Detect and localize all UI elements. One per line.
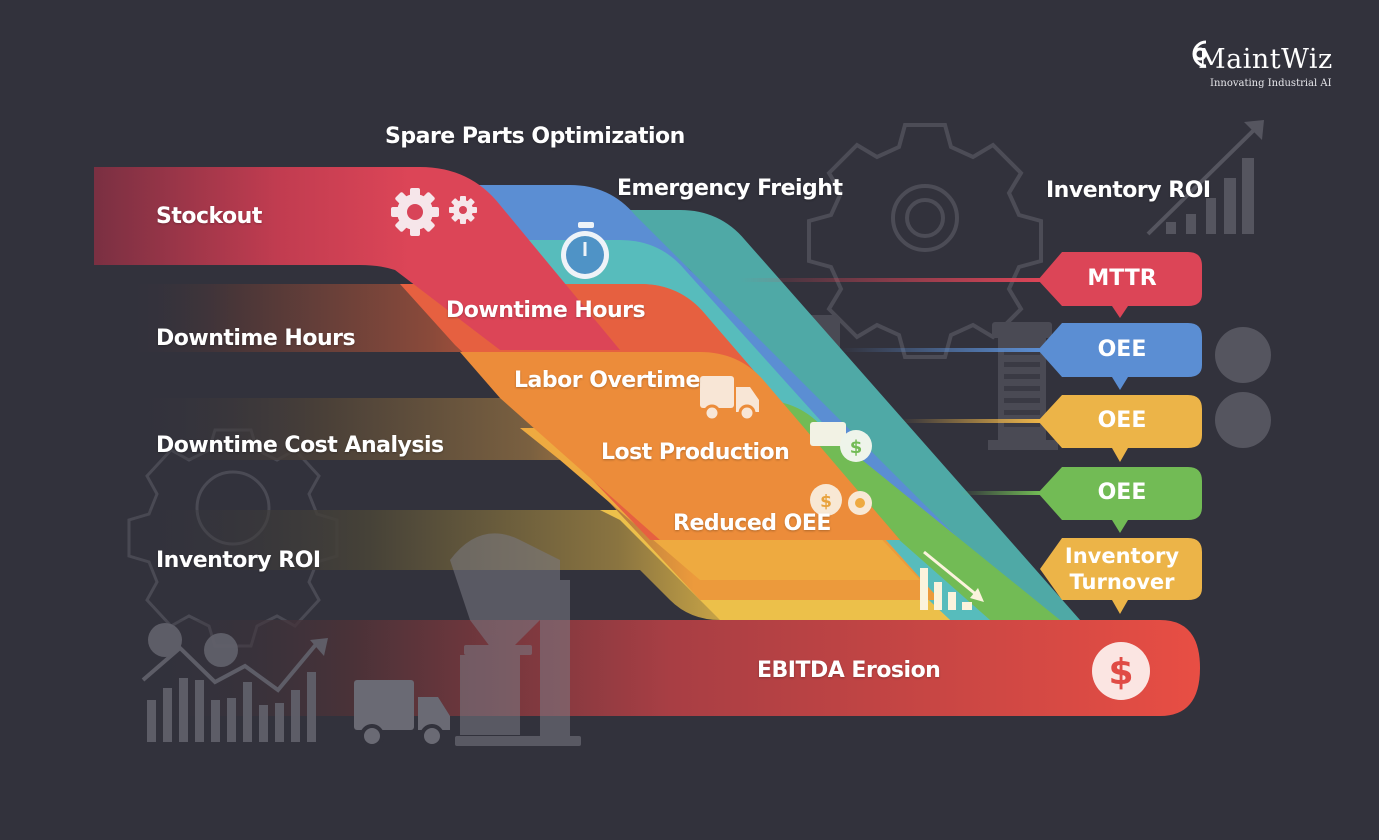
- kpi-tag-oee-yellow: OEE: [1097, 408, 1147, 433]
- bg-truck-icon: [354, 680, 450, 748]
- label-spare-parts-optimization: Spare Parts Optimization: [385, 124, 685, 149]
- band-stockout: [94, 167, 620, 350]
- label-downtime-hours-band: Downtime Hours: [446, 298, 646, 323]
- label-ebitda-erosion: EBITDA Erosion: [757, 658, 941, 683]
- kpi-tag-mttr: MTTR: [1087, 266, 1157, 291]
- label-stockout: Stockout: [156, 204, 262, 229]
- gears-icon: [391, 188, 477, 236]
- label-inventory-roi-top: Inventory ROI: [1046, 178, 1211, 203]
- label-downtime-hours-left: Downtime Hours: [156, 326, 356, 351]
- stopwatch-icon: [561, 222, 609, 279]
- logo-gear-icon: [1192, 40, 1207, 68]
- connector-mttr: [740, 278, 1040, 282]
- label-labor-overtime: Labor Overtime: [514, 368, 700, 393]
- svg-text:$: $: [820, 492, 832, 512]
- declining-chart-icon: [920, 550, 984, 610]
- kpi-tag-oee-blue: OEE: [1097, 337, 1147, 362]
- logo-name: MaintWiz: [1198, 44, 1333, 75]
- band-green: [760, 400, 1060, 620]
- bg-rising-chart-icon: [1146, 120, 1264, 236]
- bg-silo-icon: [450, 533, 581, 746]
- label-emergency-freight: Emergency Freight: [617, 176, 843, 201]
- svg-text:$: $: [850, 437, 863, 458]
- band-teal-emergency-freight: [540, 210, 1080, 620]
- logo-tagline: Innovating Industrial AI: [1210, 78, 1332, 89]
- dollar-icon: $: [1092, 642, 1150, 700]
- svg-text:$: $: [1108, 652, 1133, 693]
- kpi-tag-inventory-turnover: Inventory Turnover: [1064, 544, 1180, 594]
- connector-oee-yellow: [900, 419, 1040, 423]
- label-reduced-oee: Reduced OEE: [673, 511, 831, 536]
- bg-large-gear-icon: [807, 123, 1043, 359]
- bg-cog-pair-icon: [1215, 327, 1271, 448]
- label-inventory-roi-left: Inventory ROI: [156, 548, 321, 573]
- truck-icon: [700, 376, 759, 422]
- label-downtime-cost-analysis: Downtime Cost Analysis: [156, 433, 444, 458]
- dollar-gears-icon: $: [810, 484, 872, 516]
- money-gear-icon: $: [810, 422, 872, 462]
- connector-oee-blue: [840, 348, 1040, 352]
- label-lost-production: Lost Production: [601, 440, 790, 465]
- kpi-tag-oee-green: OEE: [1097, 480, 1147, 505]
- connector-oee-green: [960, 491, 1040, 495]
- kpi-tag-shapes: [1038, 252, 1202, 614]
- bg-bar-chart-icon: [141, 623, 328, 742]
